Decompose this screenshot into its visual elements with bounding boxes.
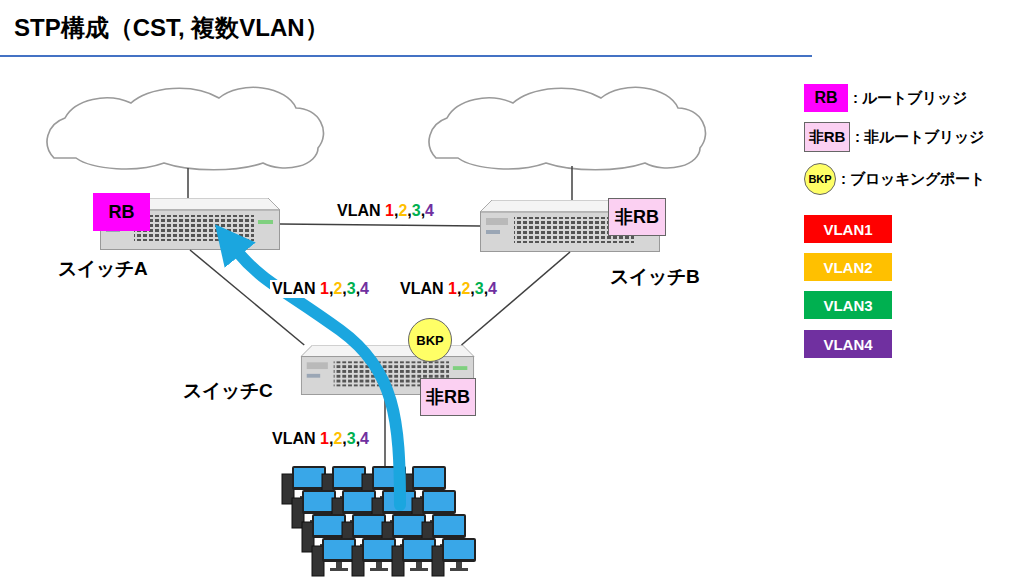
swatch-text: RB bbox=[814, 89, 837, 107]
legend-swatch: VLAN2 bbox=[804, 253, 892, 281]
switch-name: スイッチC bbox=[183, 378, 273, 404]
switch-name: スイッチA bbox=[58, 256, 148, 282]
trunk-link bbox=[280, 224, 480, 226]
non-root-badge: 非RB bbox=[608, 198, 666, 236]
access-wire bbox=[384, 395, 386, 470]
switch-node: スイッチCBKP非RB bbox=[295, 345, 480, 395]
title-rule bbox=[0, 55, 812, 57]
legend-swatch: BKP bbox=[804, 163, 836, 195]
badge-text: RB bbox=[109, 202, 135, 223]
link-label: VLAN 1,2,3,4 bbox=[335, 202, 436, 220]
legend-text: : ルートブリッジ bbox=[853, 89, 967, 108]
badge-text: 非RB bbox=[615, 205, 659, 229]
cloud bbox=[429, 87, 705, 169]
pc-icon bbox=[392, 538, 436, 576]
switch-name: スイッチB bbox=[610, 264, 700, 290]
legend-row: RB : ルートブリッジ bbox=[804, 84, 967, 112]
cloud bbox=[47, 87, 323, 169]
legend-text: : ブロッキングポート bbox=[841, 170, 985, 189]
uplink-wire bbox=[187, 168, 189, 200]
legend-swatch: VLAN4 bbox=[804, 330, 892, 358]
legend-text: VLAN4 bbox=[823, 336, 872, 353]
legend-row: BKP : ブロッキングポート bbox=[804, 163, 985, 195]
badge-text: BKP bbox=[416, 333, 443, 348]
switch-node: スイッチARB bbox=[100, 198, 280, 250]
legend-row: 非RB : 非ルートブリッジ bbox=[804, 122, 984, 152]
link-label: VLAN 1,2,3,4 bbox=[270, 430, 371, 448]
legend-swatch: RB bbox=[804, 84, 848, 112]
legend-swatch: VLAN3 bbox=[804, 291, 892, 319]
switch-symbol bbox=[480, 200, 660, 252]
link-label: VLAN 1,2,3,4 bbox=[270, 280, 371, 298]
switch-node: スイッチB非RB bbox=[480, 200, 660, 252]
non-root-badge: 非RB bbox=[420, 378, 476, 416]
legend-text: : 非ルートブリッジ bbox=[855, 128, 984, 147]
legend-text: VLAN3 bbox=[823, 297, 872, 314]
legend-text: VLAN1 bbox=[823, 221, 872, 238]
uplink-wire bbox=[571, 166, 573, 202]
swatch-text: BKP bbox=[808, 173, 831, 185]
legend-row: VLAN4 bbox=[804, 330, 892, 358]
legend-swatch: VLAN1 bbox=[804, 215, 892, 243]
pc-icon bbox=[432, 538, 476, 576]
pc-cluster bbox=[282, 466, 476, 576]
pc-icon bbox=[352, 538, 396, 576]
pc-icon bbox=[312, 538, 356, 576]
legend-row: VLAN3 bbox=[804, 291, 892, 319]
badge-text: 非RB bbox=[426, 385, 470, 409]
blocking-port: BKP bbox=[408, 318, 452, 362]
legend-row: VLAN2 bbox=[804, 253, 892, 281]
trunk-link bbox=[462, 252, 571, 345]
legend-row: VLAN1 bbox=[804, 215, 892, 243]
root-bridge-badge: RB bbox=[93, 193, 150, 231]
legend-swatch: 非RB bbox=[804, 122, 850, 152]
link-label: VLAN 1,2,3,4 bbox=[398, 280, 499, 298]
traffic-arrow bbox=[236, 250, 400, 505]
swatch-text: 非RB bbox=[809, 128, 846, 147]
page-title: STP構成（CST, 複数VLAN） bbox=[14, 12, 329, 44]
legend-text: VLAN2 bbox=[823, 259, 872, 276]
